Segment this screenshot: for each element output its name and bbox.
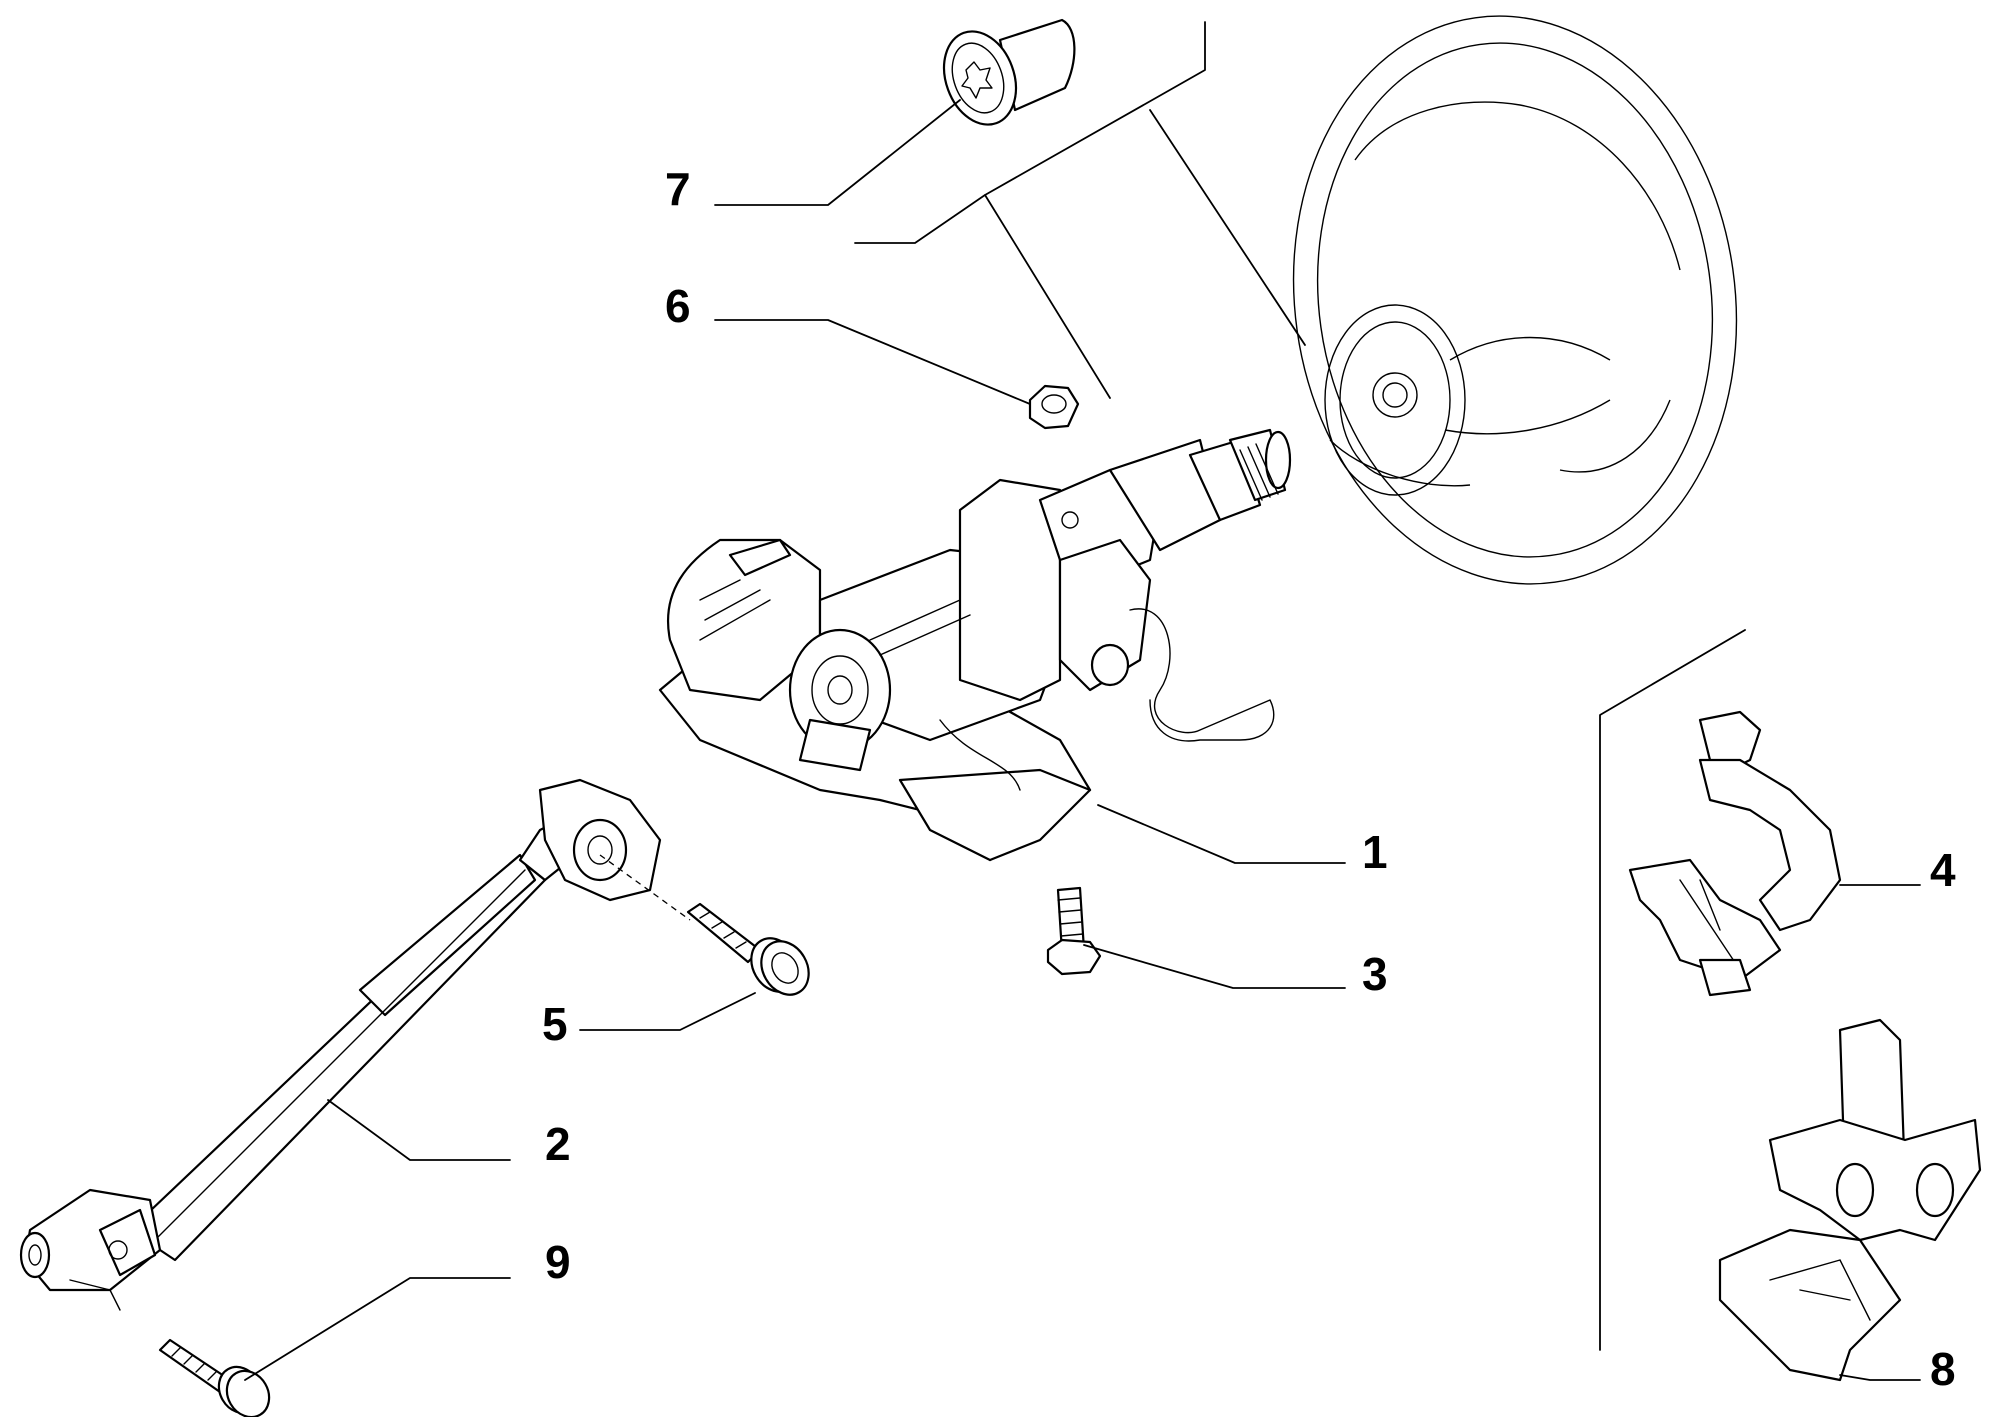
lower-clip-bracket: [1718, 1018, 1982, 1382]
callout-5: 5: [542, 998, 568, 1050]
callout-7: 7: [665, 163, 691, 215]
callout-9: 9: [545, 1236, 571, 1288]
upper-clip-bracket: [1628, 710, 1842, 997]
lower-joint-bolt: [158, 1338, 271, 1417]
steering-wheel: [1292, 15, 1738, 585]
callout-6: 6: [665, 280, 691, 332]
callout-8: 8: [1930, 1343, 1956, 1395]
steering-column: [658, 428, 1292, 862]
hex-nut: [1028, 384, 1080, 430]
callout-3: 3: [1362, 948, 1388, 1000]
callout-2: 2: [545, 1118, 571, 1170]
callout-labels: 1 2 3 4 5 6 7 8 9: [542, 163, 1956, 1395]
callout-4: 4: [1930, 844, 1956, 896]
column-mounting-bolt: [1046, 886, 1102, 976]
steering-wheel-screw: [942, 18, 1076, 126]
leader-lines: [244, 21, 1921, 1381]
alignment-line: [599, 854, 691, 921]
detail-divider: [1599, 629, 1746, 1351]
intermediate-shaft: [19, 778, 662, 1311]
universal-joint-bolt: [686, 902, 810, 996]
callout-1: 1: [1362, 826, 1388, 878]
